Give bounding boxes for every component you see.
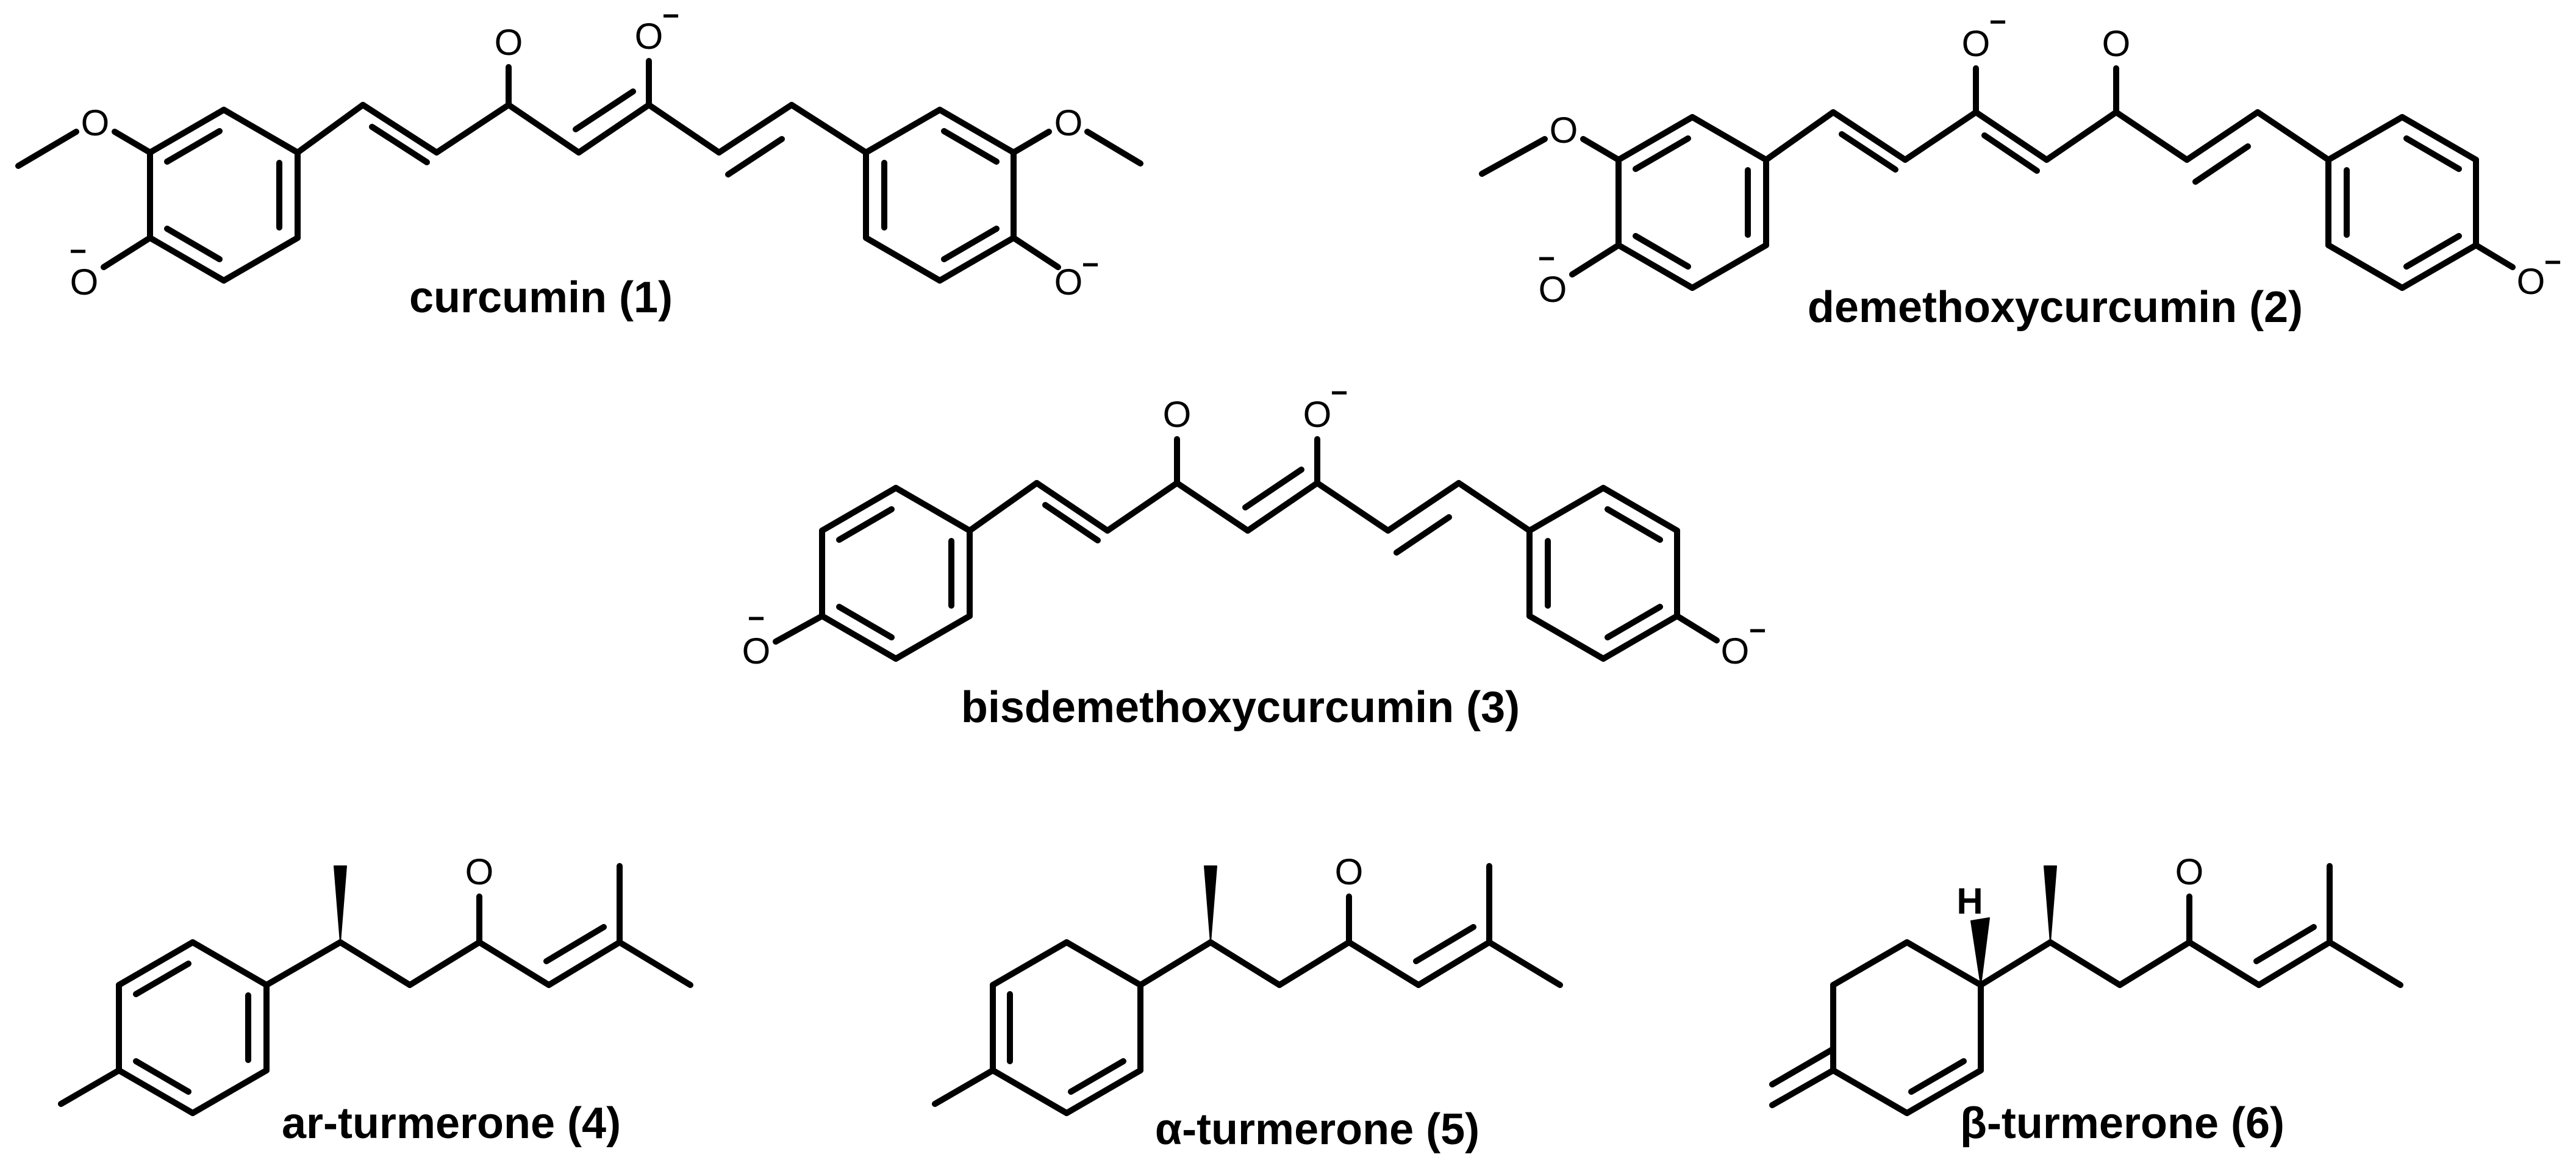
minus-charge-label: − xyxy=(1749,615,1766,647)
carbonyl-oxygen-label: O xyxy=(465,851,494,892)
phenoxide-oxygen-label: O xyxy=(1539,269,1567,310)
caption-bisdemethoxycurcumin: bisdemethoxycurcumin (3) xyxy=(961,683,1520,732)
structure-demethoxycurcumin: O O − O − O O − xyxy=(1479,6,2561,332)
stereo-wedge-h xyxy=(1970,917,1990,986)
structure-ar-turmerone: O ar-turmerone (4) xyxy=(58,851,693,1148)
structure-beta-turmerone: H O β-turmerone (6) xyxy=(1769,851,2403,1148)
enolate-oxygen-label: O xyxy=(1303,394,1332,435)
carbonyl-oxygen-label: O xyxy=(2175,851,2204,892)
carbonyl-oxygen-label: O xyxy=(2102,23,2131,64)
ring-left xyxy=(147,107,301,284)
ring-right xyxy=(2325,114,2479,291)
enolate-oxygen-label: O xyxy=(1962,23,1991,64)
structure-curcumin: O O − O O − O xyxy=(15,0,1143,322)
stereo-wedge xyxy=(1204,865,1217,943)
ring-aromatic xyxy=(116,939,270,1116)
caption-curcumin: curcumin (1) xyxy=(409,273,673,322)
phenoxide-oxygen-label: O xyxy=(1721,631,1750,671)
stereo-wedge xyxy=(334,865,347,943)
minus-charge-label: − xyxy=(1989,6,2006,38)
carbonyl-oxygen-label: O xyxy=(1335,851,1364,892)
minus-charge-label: − xyxy=(1082,249,1099,281)
caption-ar-turmerone: ar-turmerone (4) xyxy=(282,1099,621,1148)
structure-bisdemethoxycurcumin: O − O O − O − bisdemethoxycur xyxy=(742,377,1766,732)
caption-demethoxycurcumin: demethoxycurcumin (2) xyxy=(1808,283,2303,332)
hydrogen-label: H xyxy=(1956,881,1983,922)
phenoxide-oxygen-label: O xyxy=(1054,262,1083,303)
ring-right xyxy=(863,107,1017,284)
minus-charge-label: − xyxy=(662,0,679,32)
minus-charge-label: − xyxy=(2544,246,2561,279)
caption-alpha-turmerone: α-turmerone (5) xyxy=(1155,1105,1479,1154)
ring-left xyxy=(819,485,973,662)
phenoxide-oxygen-label: O xyxy=(70,262,99,303)
minus-charge-label: − xyxy=(748,603,765,635)
stereo-wedge xyxy=(2044,865,2057,943)
ring-cyclohexadiene xyxy=(990,939,1143,1116)
carbonyl-oxygen-label: O xyxy=(495,22,523,63)
carbonyl-oxygen-label: O xyxy=(1163,394,1192,435)
minus-charge-label: − xyxy=(1331,377,1348,409)
minus-charge-label: − xyxy=(70,235,87,268)
methoxy-oxygen-label: O xyxy=(81,102,110,143)
ring-right xyxy=(1526,485,1680,662)
methoxy-oxygen-label: O xyxy=(1054,102,1083,143)
structure-alpha-turmerone: O α-turmerone (5) xyxy=(932,851,1563,1154)
ring-left xyxy=(1615,114,1769,291)
caption-beta-turmerone: β-turmerone (6) xyxy=(1960,1099,2284,1148)
minus-charge-label: − xyxy=(1538,243,1555,275)
phenoxide-oxygen-label: O xyxy=(742,631,771,671)
methoxy-oxygen-label: O xyxy=(1550,110,1578,151)
phenoxide-oxygen-label: O xyxy=(2517,261,2546,302)
ring-cyclohexene xyxy=(1830,939,1984,1116)
enolate-oxygen-label: O xyxy=(635,16,664,57)
